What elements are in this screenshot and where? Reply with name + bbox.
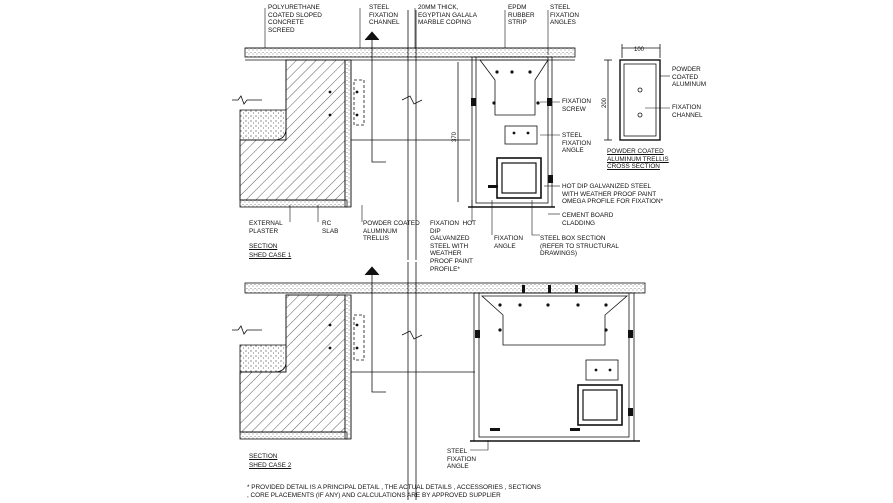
title-cross-section: POWDER COATED ALUMINUM TRELLIS CROSS SEC… — [607, 148, 669, 171]
label-steel-fixation-angle-2: STEEL FIXATION ANGLE — [447, 448, 476, 471]
label-fixation-angle: FIXATION ANGLE — [494, 235, 523, 250]
screed-1 — [239, 109, 287, 141]
label-cement-board: CEMENT BOARD CLADDING — [562, 212, 614, 227]
label-steel-fixation-angles: STEEL FIXATION ANGLES — [550, 4, 579, 27]
steel-box-section-1 — [496, 157, 542, 199]
title-section-1-line2: SHED CASE 1 — [249, 252, 292, 259]
label-marble-coping: 20mm THICK, EGYPTIAN GALALA MARBLE COPIN… — [418, 4, 477, 27]
plaster-1 — [239, 199, 348, 208]
label-epdm: EPDM RUBBER STRIP — [508, 4, 535, 27]
coping-band-1 — [244, 47, 576, 58]
section-shed-case-1 — [232, 10, 576, 260]
label-external-plaster: EXTERNAL PLASTER — [249, 220, 283, 235]
dim-100: 100 — [634, 47, 645, 53]
section-shed-case-2 — [232, 262, 646, 500]
label-steel-fixation-channel: STEEL FIXATION CHANNEL — [369, 4, 400, 27]
label-powder-coated-trellis: POWDER COATED ALUMINUM TRELLIS — [363, 220, 420, 243]
label-polyurethane: POLYURETHANE COATED SLOPED CONCRETE SCRE… — [268, 4, 322, 34]
break-line-1 — [232, 95, 262, 105]
label-steel-box-section: STEEL BOX SECTION (REFER TO STRUCTURAL D… — [540, 235, 619, 258]
dim-200: 200 — [602, 97, 608, 108]
label-hot-dip-omega: HOT DIP GALVANIZED STEEL WITH WEATHER PR… — [562, 183, 664, 206]
trellis-cross-section — [604, 44, 661, 141]
label-fixation-screw: FIXATION SCREW — [562, 98, 591, 113]
screed-2 — [239, 344, 287, 373]
label-powder-coated-aluminum: POWDER COATED ALUMINUM — [672, 66, 707, 89]
label-fixation-hot-dip: FIXATION HOT DIP GALVANIZED STEEL WITH W… — [430, 220, 477, 273]
screws-2 — [328, 285, 633, 431]
label-fixation-channel: FIXATION CHANNEL — [672, 104, 703, 119]
shed-box-2 — [473, 292, 635, 442]
title-section-1-line1: SECTION — [249, 243, 278, 250]
title-section-shed-1: SECTION SHED CASE 1 — [249, 242, 291, 260]
label-rc-slab: RC SLAB — [322, 220, 339, 235]
label-steel-fixation-angle: STEEL FIXATION ANGLE — [562, 132, 591, 155]
coping-band-2 — [244, 282, 646, 294]
dim-370: 370 — [452, 131, 458, 142]
footer-note: * PROVIDED DETAIL IS A PRINCIPAL DETAIL … — [247, 484, 541, 499]
title-section-shed-2: SECTION SHED CASE 2 — [249, 452, 291, 470]
leader-lines — [264, 8, 670, 451]
screws-1 — [328, 70, 553, 188]
shed-box-1 — [471, 56, 553, 208]
title-section-2-line2: SHED CASE 2 — [249, 462, 292, 469]
steel-box-section-2 — [577, 384, 623, 426]
title-section-2-line1: SECTION — [249, 453, 278, 460]
